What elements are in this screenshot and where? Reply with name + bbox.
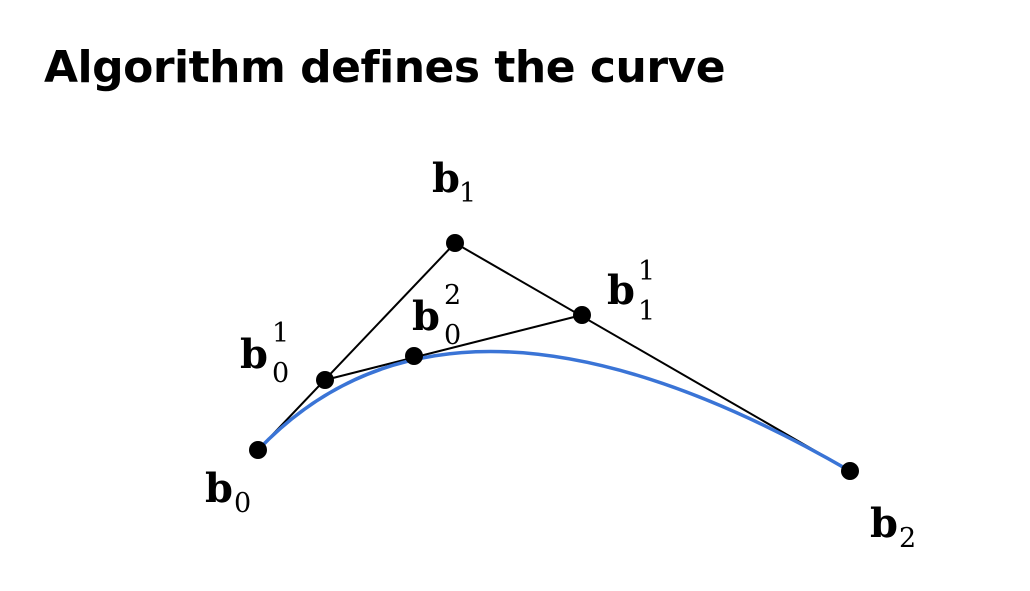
svg-text:b: b xyxy=(870,500,898,547)
svg-text:1: 1 xyxy=(638,296,655,327)
svg-text:1: 1 xyxy=(459,178,476,209)
point-b11 xyxy=(573,306,591,324)
svg-text:0: 0 xyxy=(272,358,289,389)
point-b1 xyxy=(446,234,464,252)
point-b2 xyxy=(841,462,859,480)
svg-text:b: b xyxy=(205,465,233,512)
point-b0 xyxy=(249,441,267,459)
svg-text:b: b xyxy=(412,293,440,340)
label-b2: b 2 xyxy=(870,500,916,554)
svg-text:2: 2 xyxy=(899,523,916,554)
label-b01: b 1 0 xyxy=(240,318,289,389)
label-b11: b 1 1 xyxy=(607,256,655,327)
svg-text:b: b xyxy=(607,267,635,314)
svg-text:0: 0 xyxy=(234,488,251,519)
svg-text:b: b xyxy=(240,331,268,378)
svg-text:1: 1 xyxy=(272,318,289,349)
svg-text:2: 2 xyxy=(444,280,461,311)
control-segment-b0-b1 xyxy=(257,242,456,451)
label-b02: b 2 0 xyxy=(412,280,461,351)
point-b02 xyxy=(405,347,423,365)
svg-text:b: b xyxy=(432,155,460,202)
svg-text:1: 1 xyxy=(638,256,655,287)
bezier-curve xyxy=(256,349,851,473)
point-b01 xyxy=(316,371,334,389)
svg-text:0: 0 xyxy=(444,320,461,351)
slide-title: Algorithm defines the curve xyxy=(44,42,726,93)
control-segment-b1-b2 xyxy=(454,242,851,472)
label-b1: b 1 xyxy=(432,155,476,209)
interpolation-segment-b01-b11 xyxy=(324,314,583,381)
label-b0: b 0 xyxy=(205,465,251,519)
